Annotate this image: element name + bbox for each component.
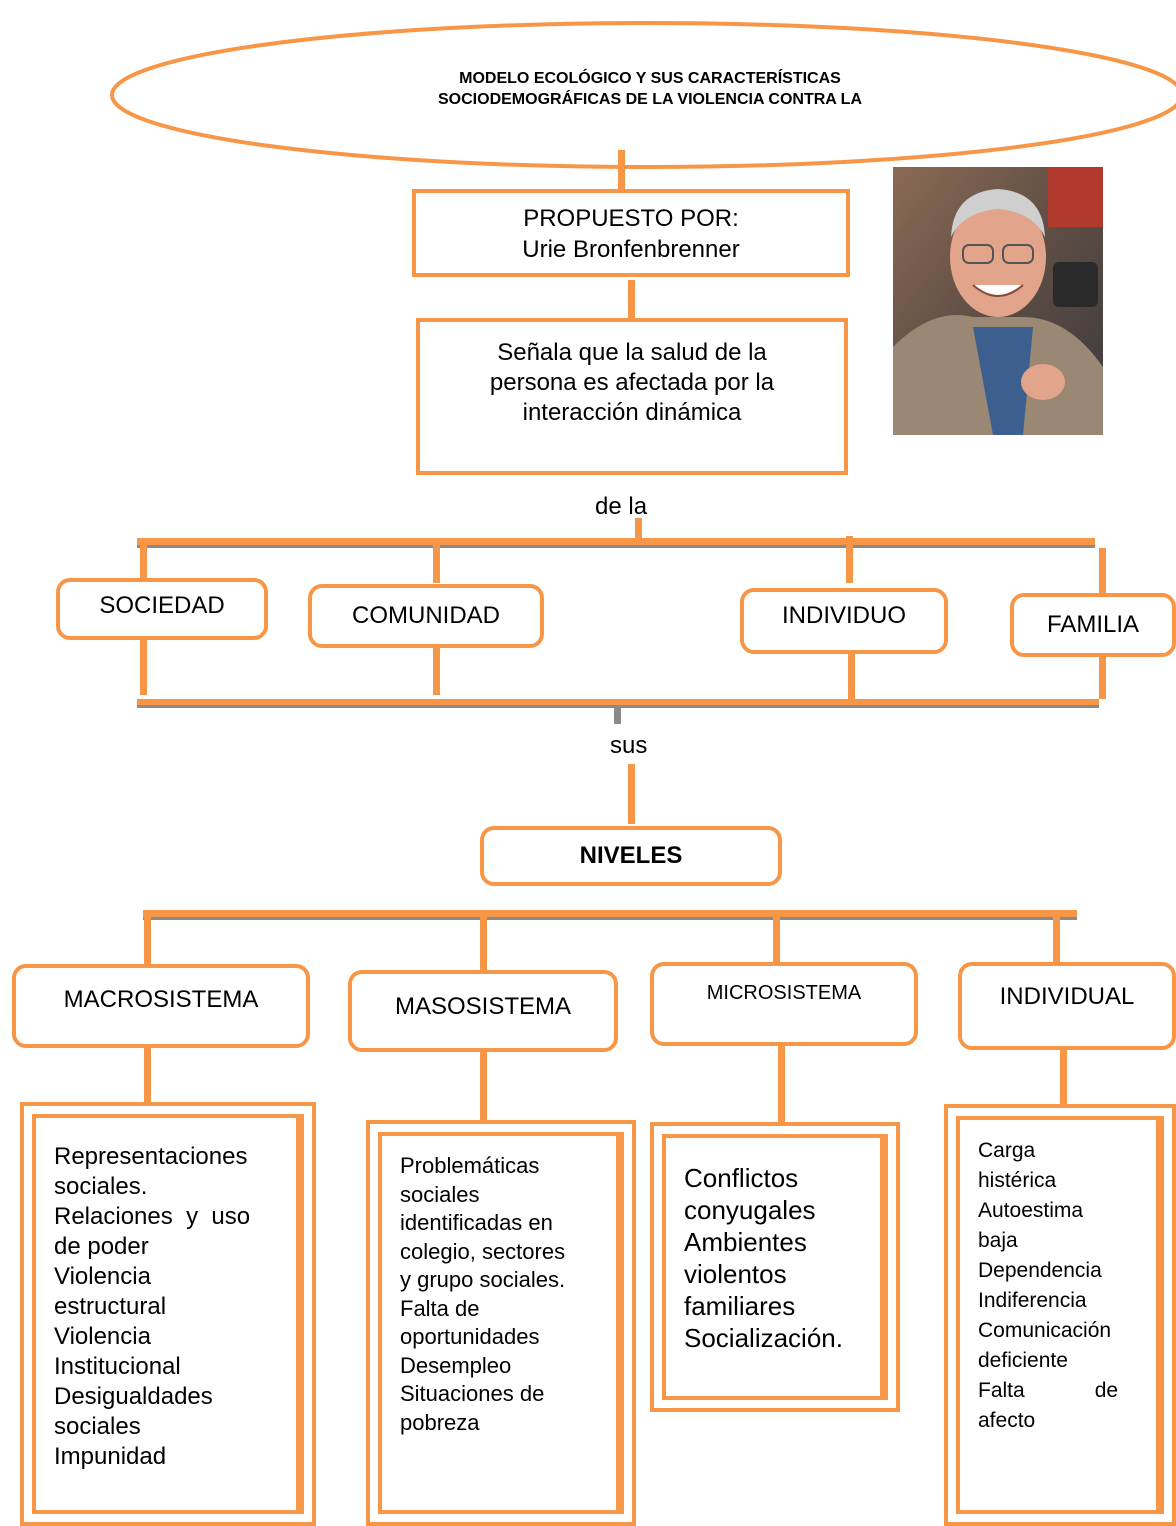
detail-line: sociales bbox=[400, 1181, 480, 1207]
detail-line: Ambientes bbox=[684, 1227, 807, 1257]
detail-line: pobreza bbox=[400, 1409, 480, 1435]
level-rise-maso bbox=[480, 1052, 487, 1122]
entity-drop-familia bbox=[1099, 548, 1106, 593]
statement-line-1: Señala que la salud de la bbox=[497, 339, 767, 366]
detail-box-microsistema: Conflictos conyugales Ambientes violento… bbox=[650, 1122, 900, 1412]
detail-line: Institucional bbox=[54, 1353, 181, 1380]
level-macrosistema: MACROSISTEMA bbox=[12, 964, 310, 1048]
detail-line: afecto bbox=[978, 1409, 1036, 1432]
detail-line: familiares bbox=[684, 1291, 796, 1321]
detail-line: Desigualdades bbox=[54, 1383, 213, 1410]
detail-line: baja bbox=[978, 1229, 1018, 1252]
detail-text-individual: Carga histérica Autoestima baja Dependen… bbox=[978, 1136, 1154, 1436]
detail-line: Situaciones de bbox=[400, 1381, 545, 1406]
entity-drop-sociedad bbox=[140, 545, 147, 583]
entity-individuo: INDIVIDUO bbox=[740, 588, 948, 654]
page-title: MODELO ECOLÓGICO Y SUS CARACTERÍSTICAS S… bbox=[300, 68, 1000, 110]
detail-line: deficiente bbox=[978, 1349, 1068, 1372]
detail-line: Violencia bbox=[54, 1263, 151, 1290]
level-microsistema: MICROSISTEMA bbox=[650, 962, 918, 1046]
entity-drop-comunidad bbox=[433, 538, 440, 583]
portrait-photo bbox=[893, 167, 1103, 435]
detail-box-individual: Carga histérica Autoestima baja Dependen… bbox=[944, 1104, 1176, 1526]
detail-box-macrosistema: Representaciones sociales. Relaciones y … bbox=[20, 1102, 316, 1526]
levels-top-bar bbox=[143, 910, 1077, 920]
level-drop-micro bbox=[773, 917, 780, 967]
connector-entities-sus bbox=[614, 706, 621, 724]
entity-rise-sociedad bbox=[140, 640, 147, 695]
detail-box-inner bbox=[378, 1132, 624, 1514]
detail-line: Carga bbox=[978, 1139, 1036, 1162]
level-drop-maso bbox=[480, 917, 487, 975]
detail-box-inner bbox=[956, 1116, 1164, 1514]
detail-line: Violencia bbox=[54, 1323, 151, 1350]
entity-sociedad: SOCIEDAD bbox=[56, 578, 268, 640]
connector-label-sus: sus bbox=[610, 732, 648, 759]
proposer-box: PROPUESTO POR: Urie Bronfenbrenner bbox=[412, 189, 850, 277]
connector-label-de-la: de la bbox=[595, 493, 648, 520]
proposer-name: Urie Bronfenbrenner bbox=[522, 236, 740, 263]
detail-line: sociales. bbox=[54, 1173, 148, 1200]
detail-line: Socialización. bbox=[684, 1323, 843, 1353]
detail-line: estructural bbox=[54, 1293, 167, 1320]
detail-text-microsistema: Conflictos conyugales Ambientes violento… bbox=[684, 1162, 884, 1354]
detail-line: Autoestima bbox=[978, 1199, 1084, 1222]
connector-sus-niveles bbox=[628, 764, 635, 824]
detail-line: identificadas en bbox=[400, 1210, 553, 1235]
detail-line: Representaciones bbox=[54, 1143, 248, 1170]
level-individual: INDIVIDUAL bbox=[958, 962, 1176, 1050]
levels-title-box: NIVELES bbox=[480, 826, 782, 886]
entity-rise-individuo bbox=[848, 654, 855, 706]
level-masosistema: MASOSISTEMA bbox=[348, 970, 618, 1052]
detail-line: Falta de bbox=[400, 1295, 480, 1321]
detail-line: Indiferencia bbox=[978, 1289, 1087, 1312]
level-rise-individual bbox=[1060, 1050, 1067, 1108]
detail-box-inner bbox=[32, 1114, 304, 1514]
detail-line: Relaciones y uso bbox=[54, 1203, 251, 1230]
statement-box: Señala que la salud de la persona es afe… bbox=[416, 318, 848, 475]
connector-title-proposer bbox=[618, 150, 625, 190]
detail-line: Dependencia bbox=[978, 1259, 1102, 1282]
level-drop-individual bbox=[1053, 917, 1060, 965]
detail-line: Impunidad bbox=[54, 1443, 167, 1470]
detail-line: violentos bbox=[684, 1259, 787, 1289]
proposer-label: PROPUESTO POR: bbox=[523, 205, 739, 232]
connector-proposer-statement bbox=[628, 280, 635, 318]
detail-line: Comunicación bbox=[978, 1319, 1112, 1342]
detail-line: Desempleo bbox=[400, 1352, 512, 1378]
detail-line: oportunidades bbox=[400, 1324, 540, 1349]
detail-line: de poder bbox=[54, 1233, 149, 1260]
connector-statement-entities bbox=[635, 518, 642, 538]
detail-line: Conflictos bbox=[684, 1163, 799, 1193]
detail-line: Falta de bbox=[978, 1379, 1119, 1402]
detail-line: conyugales bbox=[684, 1195, 816, 1225]
entities-top-bar bbox=[137, 538, 1095, 548]
detail-box-masosistema: Problemáticas sociales identificadas en … bbox=[366, 1120, 636, 1526]
detail-box-inner bbox=[662, 1134, 888, 1400]
title-line-2: SOCIODEMOGRÁFICAS DE LA VIOLENCIA CONTRA… bbox=[438, 91, 862, 108]
entity-rise-familia bbox=[1099, 657, 1106, 699]
title-ellipse bbox=[110, 21, 1176, 169]
detail-text-macrosistema: Representaciones sociales. Relaciones y … bbox=[54, 1142, 284, 1472]
statement-line-3: interacción dinámica bbox=[522, 399, 742, 426]
entity-rise-comunidad bbox=[433, 648, 440, 695]
detail-line: sociales bbox=[54, 1413, 141, 1440]
title-line-1: MODELO ECOLÓGICO Y SUS CARACTERÍSTICAS bbox=[459, 70, 841, 87]
detail-text-masosistema: Problemáticas sociales identificadas en … bbox=[400, 1152, 615, 1437]
entity-familia: FAMILIA bbox=[1010, 593, 1176, 657]
level-rise-micro bbox=[778, 1046, 785, 1126]
statement-line-2: persona es afectada por la bbox=[489, 369, 775, 396]
level-drop-macro bbox=[144, 917, 151, 967]
entity-comunidad: COMUNIDAD bbox=[308, 584, 544, 648]
level-rise-macro bbox=[144, 1048, 151, 1106]
detail-line: y grupo sociales. bbox=[400, 1267, 566, 1292]
detail-line: histérica bbox=[978, 1169, 1057, 1192]
detail-line: colegio, sectores bbox=[400, 1238, 566, 1264]
entity-drop-individuo bbox=[846, 536, 853, 583]
detail-line: Problemáticas bbox=[400, 1153, 540, 1178]
